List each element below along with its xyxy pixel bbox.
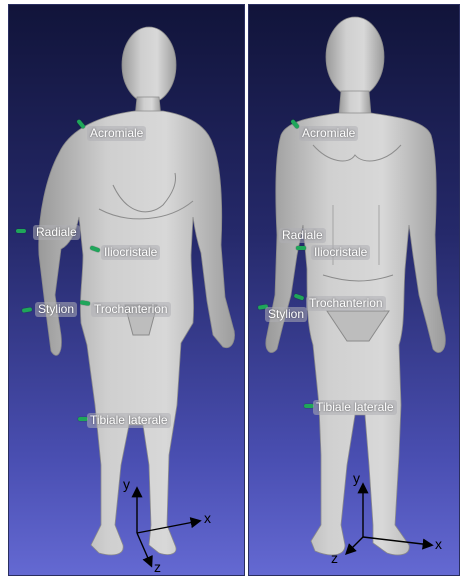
y-axis-label: y bbox=[123, 477, 130, 491]
coordinate-axes-right bbox=[249, 5, 459, 576]
z-axis-label-right: z bbox=[331, 551, 338, 565]
x-axis-label-right: x bbox=[435, 537, 442, 551]
z-axis-label: z bbox=[154, 560, 161, 574]
y-axis-label-right: y bbox=[353, 471, 360, 485]
left-scan-panel: Acromiale Radiale Iliocristale Stylion T… bbox=[8, 4, 245, 576]
z-axis-arrow bbox=[137, 533, 151, 565]
x-axis-arrow bbox=[137, 521, 199, 533]
z-axis-arrow-right bbox=[347, 537, 363, 553]
right-scan-panel: Acromiale Radiale Iliocristale Trochante… bbox=[248, 4, 460, 576]
x-axis-label: x bbox=[204, 511, 211, 525]
x-axis-arrow-right bbox=[363, 537, 431, 545]
